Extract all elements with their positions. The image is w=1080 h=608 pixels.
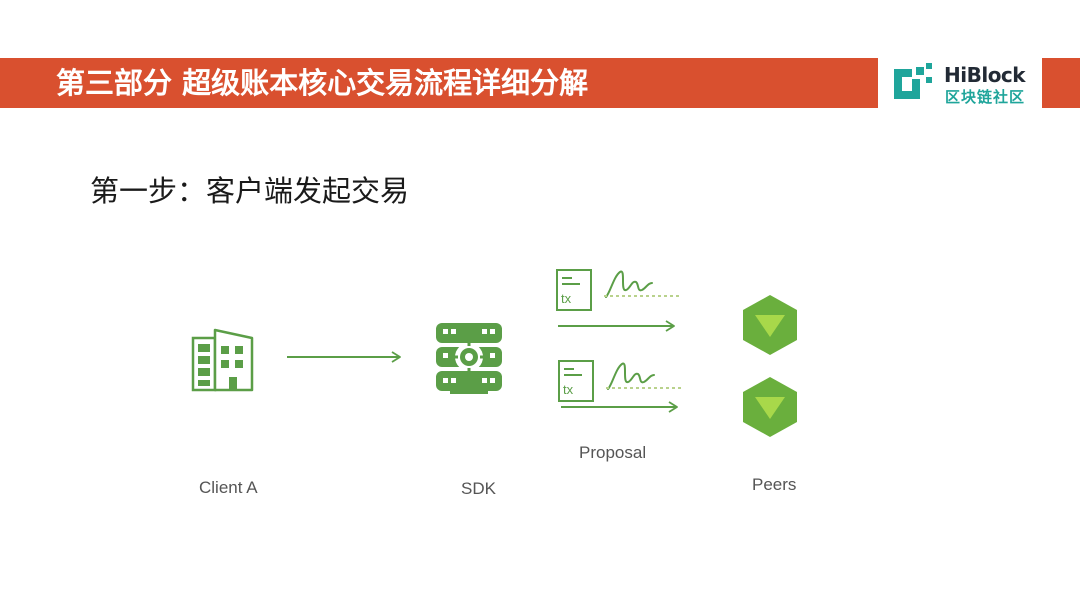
- server-icon: [436, 323, 502, 394]
- proposal-document-icon: [558, 360, 594, 402]
- peers-label: Peers: [752, 475, 797, 494]
- peer-node-icon: [743, 295, 797, 355]
- proposal-label: Proposal: [579, 443, 647, 462]
- tx-label: tx: [561, 291, 572, 306]
- client-label: Client A: [199, 478, 258, 497]
- peer-node-icon: [743, 377, 797, 437]
- hiblock-logo: HiBlock 区块链社区: [878, 58, 1042, 108]
- proposal-document-icon: [556, 269, 592, 311]
- logo-subtitle: 区块链社区: [945, 88, 1026, 106]
- sdk-label: SDK: [461, 479, 496, 498]
- hiblock-logo-icon: [894, 63, 932, 99]
- signature-icon: [605, 270, 653, 298]
- building-icon: [191, 328, 254, 392]
- tx-label: tx: [563, 382, 574, 397]
- step-title: 第一步：客户端发起交易: [90, 174, 410, 208]
- signature-icon: [607, 362, 655, 390]
- page-title: 第三部分 超级账本核心交易流程详细分解: [56, 66, 589, 100]
- logo-name: HiBlock: [944, 63, 1026, 87]
